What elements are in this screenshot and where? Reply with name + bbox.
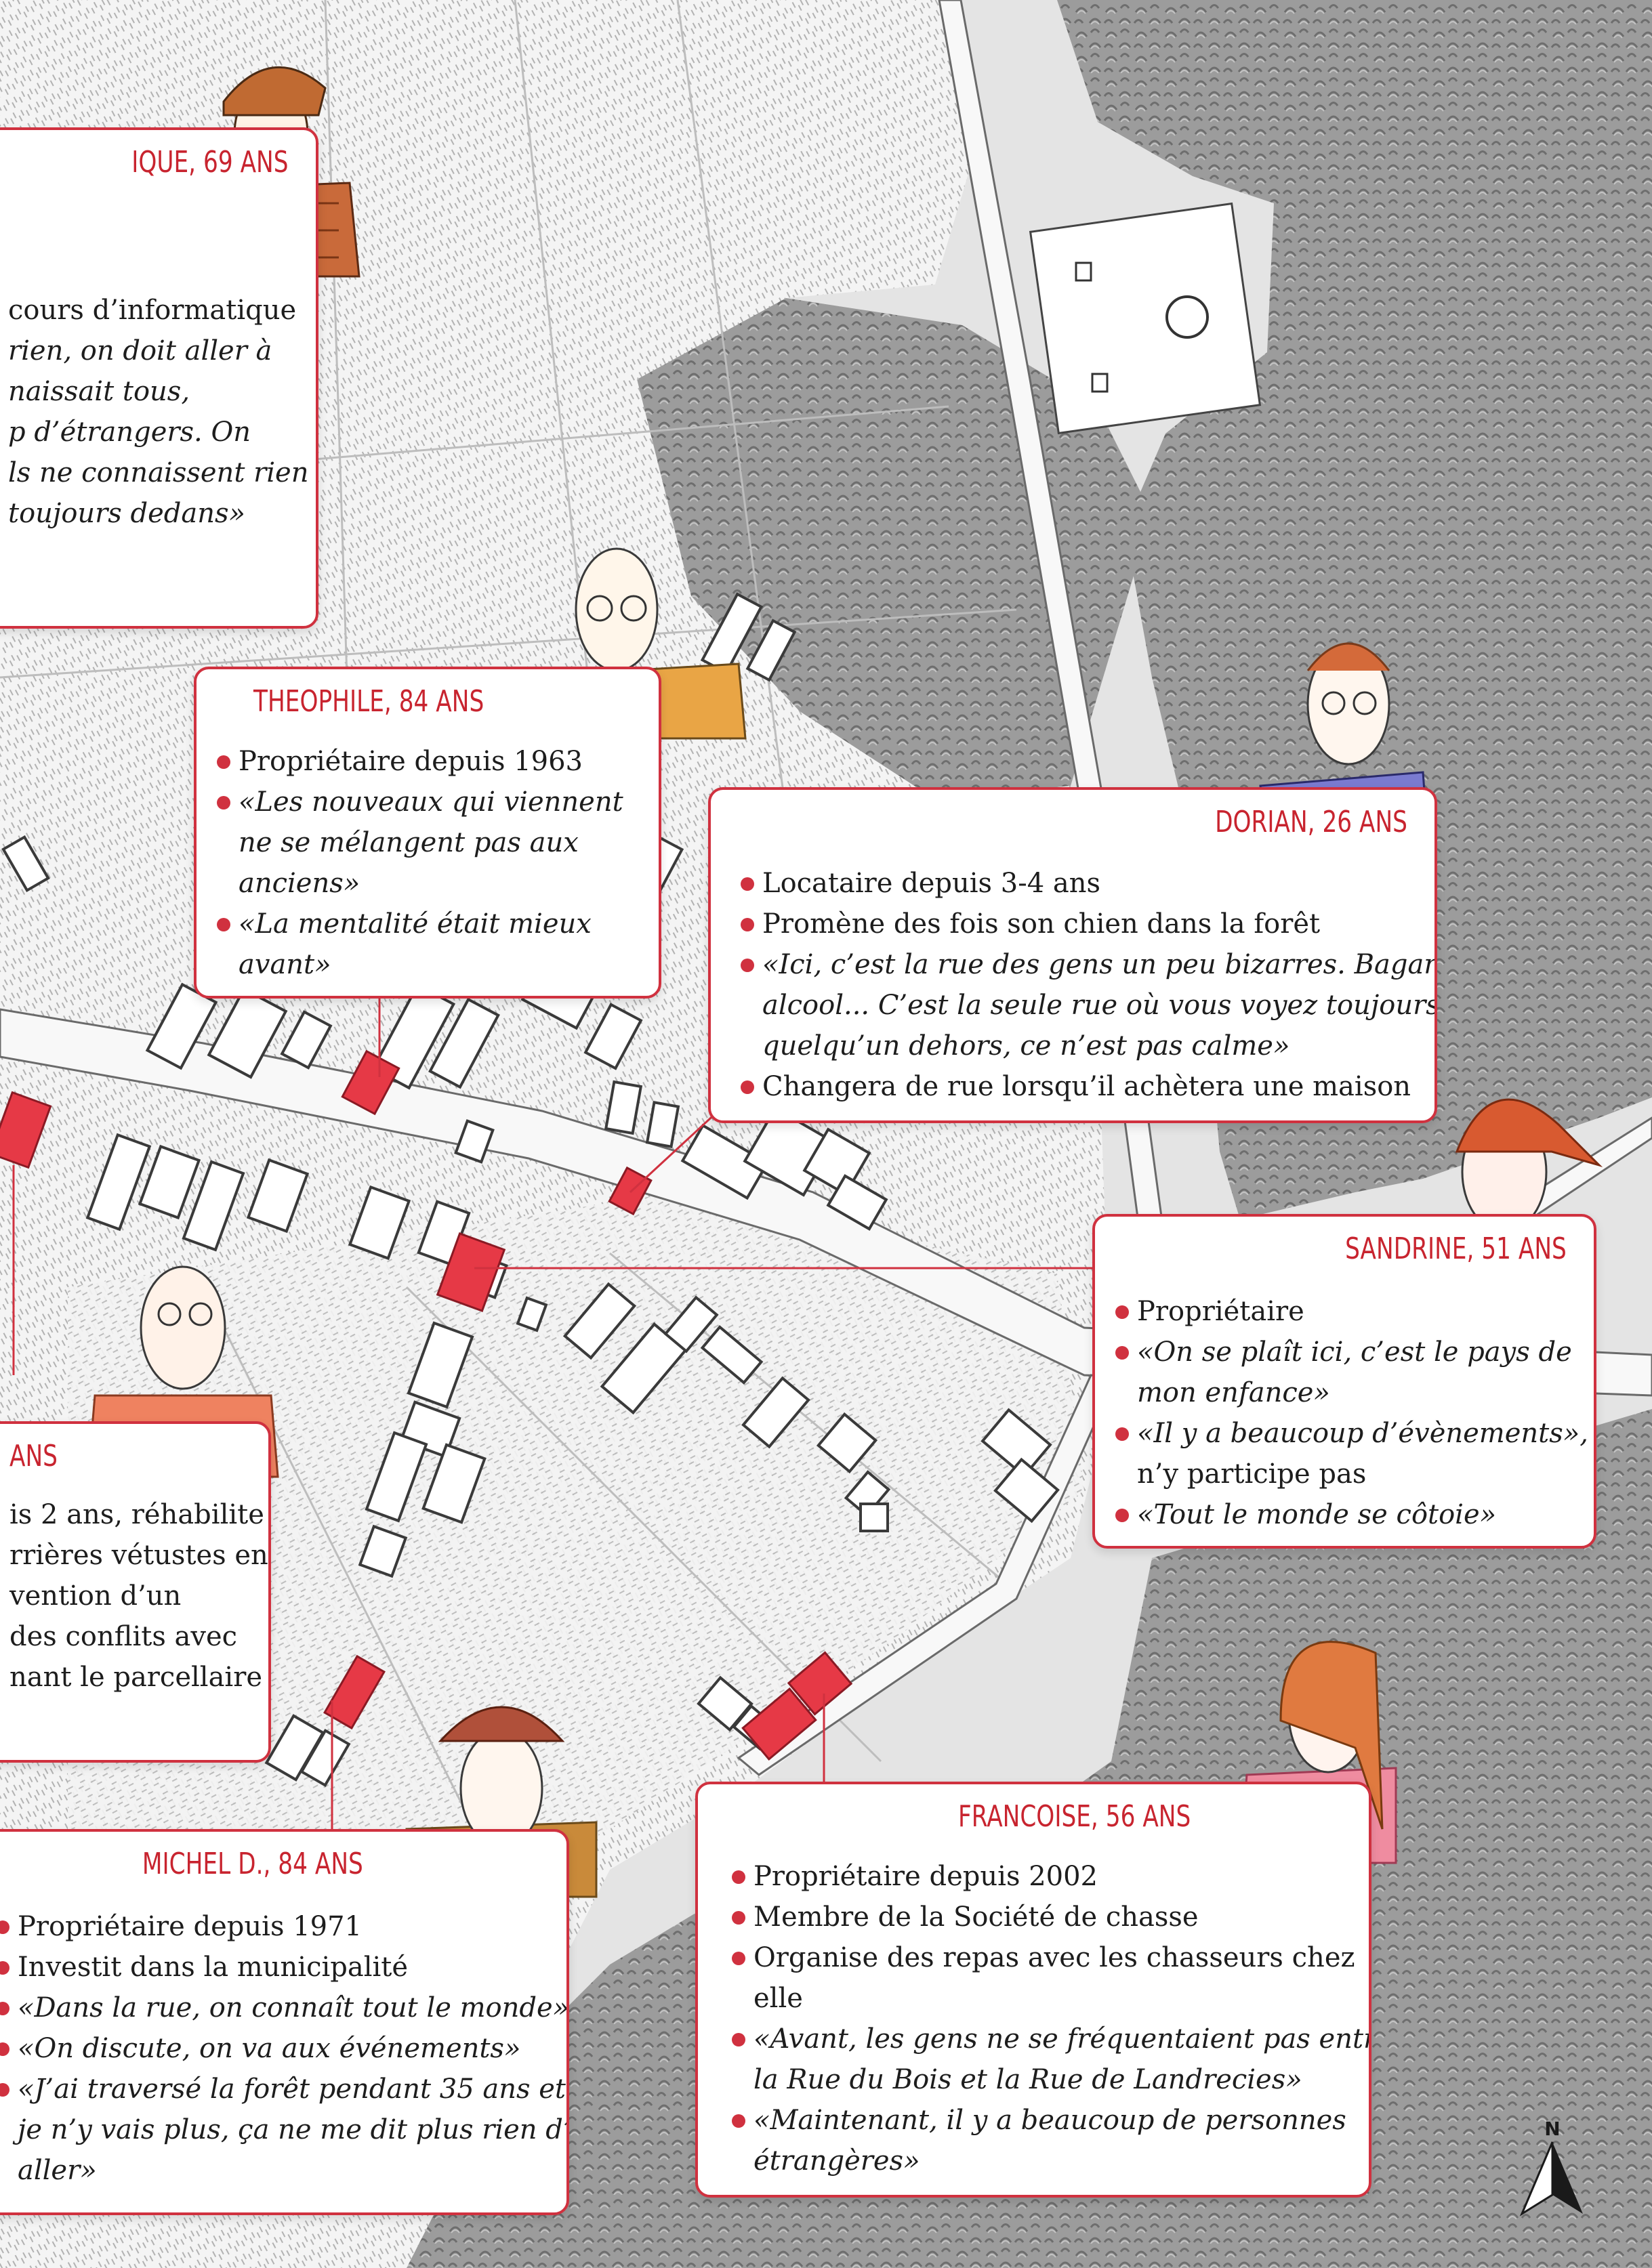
card-bullet: «On se plaît ici, c’est le pays de: [1114, 1332, 1588, 1372]
card-line: la Rue du Bois et la Rue de Landrecies»: [753, 2064, 1302, 2095]
north-arrow-icon: N: [1519, 2118, 1583, 2217]
card-bullet: «Tout le monde se côtoie»: [1114, 1494, 1588, 1535]
card-title: MICHEL D., 84 ANS: [142, 1847, 363, 1881]
card-line: aller»: [18, 2155, 97, 2186]
interviewee-houses: [0, 1049, 853, 1761]
plot-marker: [1075, 261, 1092, 282]
card-line: ne se mélangent pas aux: [239, 827, 579, 858]
card-bullet: Investit dans la municipalité: [0, 1947, 566, 1988]
card-line: alcool... C’est la seule rue où vous voy…: [762, 990, 1437, 1021]
plot-marker: [1091, 373, 1109, 393]
card-bullet: «La mentalité était mieux: [215, 904, 623, 944]
card-bullet: Propriétaire depuis 2002: [730, 1856, 1369, 1897]
card-bullet: «Les nouveaux qui viennent: [215, 782, 623, 822]
card-title: SANDRINE, 51 ANS: [1345, 1232, 1567, 1266]
main-road: [0, 1008, 1652, 1397]
house-left-1: [0, 1091, 52, 1169]
card-bullet: «Dans la rue, on connaît tout le monde»: [0, 1988, 566, 2028]
leader-lines: [12, 989, 1098, 1829]
card-line: cours d’informatique: [8, 295, 297, 326]
card-line: mon enfance»: [1137, 1377, 1330, 1408]
card-dominique: IQUE, 69 ANS cours d’informatique rien, …: [0, 127, 318, 629]
card-theophile: THEOPHILE, 84 ANS Propriétaire depuis 19…: [194, 667, 661, 999]
card-bullet: Changera de rue lorsqu’il achètera une m…: [739, 1066, 1434, 1107]
card-dorian: DORIAN, 26 ANS Locataire depuis 3-4 ans …: [708, 787, 1437, 1123]
card-bullet: Propriétaire depuis 1971: [0, 1906, 566, 1947]
card-line: ls ne connaissent rien: [8, 457, 309, 488]
card-line: des conflits avec: [9, 1621, 238, 1652]
card-left-resident: ANS is 2 ans, réhabilite rrières vétuste…: [0, 1421, 271, 1763]
house-francoise-2: [787, 1651, 853, 1716]
card-francoise: FRANCOISE, 56 ANS Propriétaire depuis 20…: [695, 1782, 1371, 2198]
card-line: nant le parcellaire: [9, 1662, 263, 1693]
card-line: anciens»: [239, 868, 360, 899]
card-bullet: Organise des repas avec les chasseurs ch…: [730, 1937, 1369, 1978]
card-bullet: «On discute, on va aux événements»: [0, 2028, 566, 2069]
card-title: IQUE, 69 ANS: [131, 145, 289, 180]
card-bullet: Promène des fois son chien dans la forêt: [739, 904, 1434, 944]
card-bullet: «Ici, c’est la rue des gens un peu bizar…: [739, 944, 1434, 985]
card-title: DORIAN, 26 ANS: [1215, 805, 1407, 839]
house-francoise-1: [741, 1687, 817, 1761]
card-line: étrangères»: [753, 2145, 920, 2177]
card-line: is 2 ans, réhabilite: [9, 1499, 264, 1530]
card-sandrine: SANDRINE, 51 ANS Propriétaire «On se pla…: [1092, 1214, 1596, 1549]
card-line: avant»: [239, 949, 331, 980]
card-bullet: Propriétaire: [1114, 1291, 1588, 1332]
card-title: ANS: [9, 1439, 58, 1473]
card-line: rien, on doit aller à: [8, 335, 272, 366]
plot-circle: [1165, 295, 1209, 339]
card-bullet: «J’ai traversé la forêt pendant 35 ans e…: [0, 2069, 566, 2109]
card-bullet: «Il y a beaucoup d’évènements»,: [1114, 1413, 1588, 1454]
card-line: naissait tous,: [8, 376, 190, 407]
square-plot: [1029, 202, 1262, 435]
card-line: quelqu’un dehors, ce n’est pas calme»: [762, 1030, 1290, 1062]
north-label: N: [1544, 2118, 1560, 2140]
card-bullet: «Avant, les gens ne se fréquentaient pas…: [730, 2019, 1369, 2059]
card-title: THEOPHILE, 84 ANS: [253, 684, 484, 719]
card-title: FRANCOISE, 56 ANS: [958, 1799, 1191, 1834]
card-line: toujours dedans»: [8, 498, 246, 529]
card-bullet: Locataire depuis 3-4 ans: [739, 863, 1434, 904]
card-bullet: Membre de la Société de chasse: [730, 1897, 1369, 1937]
card-bullet: «Maintenant, il y a beaucoup de personne…: [730, 2100, 1369, 2141]
card-line: elle: [753, 1983, 803, 2014]
card-line: rrières vétustes en: [9, 1540, 268, 1571]
card-line: je n’y vais plus, ça ne me dit plus rien…: [18, 2114, 569, 2145]
house-sandrine: [436, 1232, 506, 1312]
house-michel: [323, 1654, 386, 1730]
card-line: p d’étrangers. On: [8, 417, 251, 448]
card-michel: MICHEL D., 84 ANS Propriétaire depuis 19…: [0, 1829, 569, 2215]
card-line: vention d’un: [9, 1580, 182, 1612]
card-line: n’y participe pas: [1137, 1458, 1367, 1490]
card-bullet: Propriétaire depuis 1963: [215, 741, 623, 782]
house-theophile: [341, 1049, 400, 1116]
